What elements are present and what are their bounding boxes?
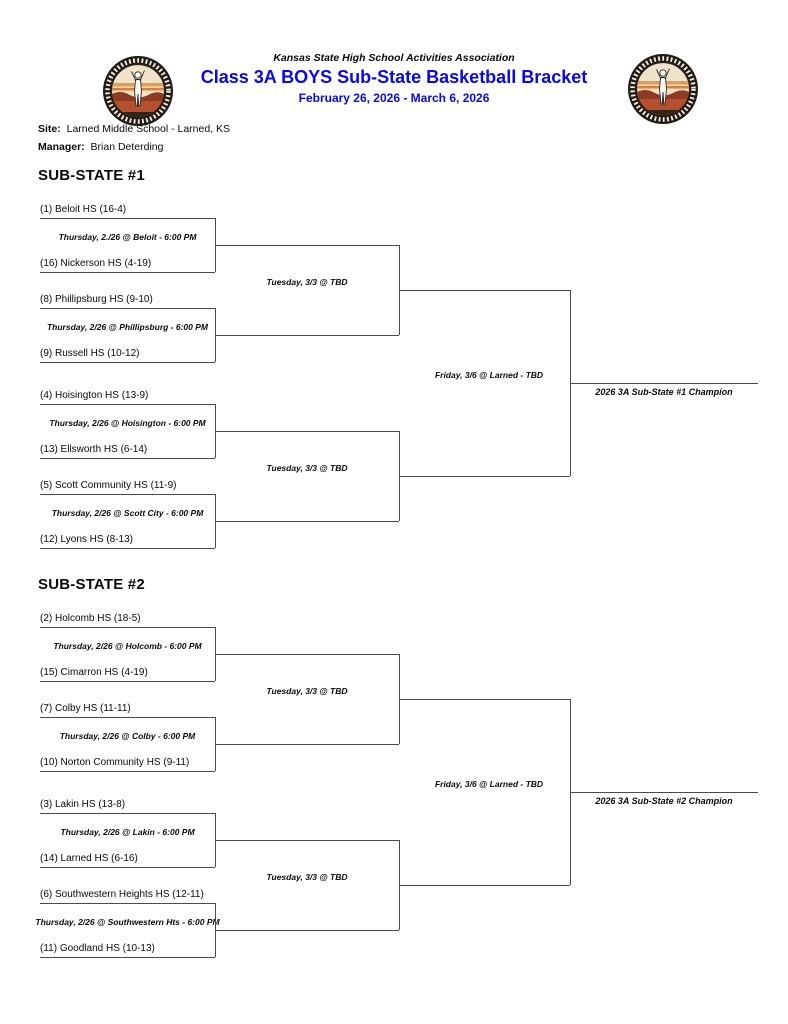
- manager-value: Brian Deterding: [90, 141, 164, 153]
- event-dates: February 26, 2026 - March 6, 2026: [298, 91, 490, 105]
- game-info: Thursday, 2/26 @ Southwestern Hts - 6:00…: [35, 917, 220, 927]
- game-info: Tuesday, 3/3 @ TBD: [266, 686, 348, 696]
- team-line: [40, 813, 215, 815]
- team-label: (12) Lyons HS (8-13): [40, 534, 133, 545]
- game-info: Thursday, 2/26 @ Scott City - 6:00 PM: [51, 508, 204, 518]
- connector-line: [215, 245, 399, 247]
- game-info: Tuesday, 3/3 @ TBD: [266, 463, 348, 473]
- game-info: Tuesday, 3/3 @ TBD: [266, 872, 348, 882]
- final-game-info: Friday, 3/6 @ Larned - TBD: [434, 370, 544, 380]
- site-value: Larned Middle School - Larned, KS: [66, 123, 231, 135]
- page-title: Class 3A BOYS Sub-State Basketball Brack…: [200, 67, 588, 87]
- champion-line: [570, 792, 758, 794]
- champion-line: [570, 383, 758, 385]
- team-label: (16) Nickerson HS (4-19): [40, 258, 152, 269]
- team-line: [40, 903, 215, 905]
- association-name: Kansas State High School Activities Asso…: [273, 52, 515, 64]
- team-line: [40, 308, 215, 310]
- team-line: [40, 681, 215, 683]
- connector-line: [215, 654, 399, 656]
- team-line: [40, 627, 215, 629]
- team-label: (1) Beloit HS (16-4): [40, 204, 127, 215]
- team-label: (9) Russell HS (10-12): [40, 348, 140, 359]
- game-info: Thursday, 2/26 @ Holcomb - 6:00 PM: [53, 641, 202, 651]
- site-info: Site: Larned Middle School - Larned, KS …: [38, 120, 230, 156]
- champion-label: 2026 3A Sub-State #2 Champion: [595, 796, 733, 806]
- manager-line: Manager: Brian Deterding: [38, 138, 230, 156]
- team-label: (14) Larned HS (6-16): [40, 853, 138, 864]
- game-info: Thursday, 2/26 @ Colby - 6:00 PM: [59, 731, 196, 741]
- kshsaa-seal-icon: [628, 54, 698, 124]
- game-info: Tuesday, 3/3 @ TBD: [266, 277, 348, 287]
- kshsaa-seal-icon: [103, 56, 173, 126]
- team-label: (5) Scott Community HS (11-9): [40, 480, 177, 491]
- team-label: (8) Phillipsburg HS (9-10): [40, 294, 153, 305]
- game-info: Thursday, 2/26 @ Phillipsburg - 6:00 PM: [46, 322, 208, 332]
- connector-line: [399, 290, 570, 292]
- team-line: [40, 867, 215, 869]
- connector-line: [215, 521, 399, 523]
- team-label: (3) Lakin HS (13-8): [40, 799, 126, 810]
- site-label: Site:: [38, 123, 61, 135]
- team-line: [40, 957, 215, 959]
- team-label: (10) Norton Community HS (9-11): [40, 757, 190, 768]
- manager-label: Manager:: [38, 141, 85, 153]
- game-info: Thursday, 2/26 @ Hoisington - 6:00 PM: [49, 418, 206, 428]
- team-line: [40, 494, 215, 496]
- team-line: [40, 404, 215, 406]
- team-line: [40, 458, 215, 460]
- header: Kansas State High School Activities Asso…: [0, 52, 788, 105]
- team-line: [40, 548, 215, 550]
- team-line: [40, 717, 215, 719]
- site-line: Site: Larned Middle School - Larned, KS: [38, 120, 230, 138]
- team-line: [40, 272, 215, 274]
- team-line: [40, 362, 215, 364]
- team-label: (15) Cimarron HS (4-19): [40, 667, 148, 678]
- substate-1-heading: SUB-STATE #1: [38, 167, 145, 184]
- connector-line: [399, 476, 570, 478]
- final-game-info: Friday, 3/6 @ Larned - TBD: [434, 779, 544, 789]
- connector-line: [215, 335, 399, 337]
- team-label: (13) Ellsworth HS (6-14): [40, 444, 148, 455]
- connector-line: [215, 431, 399, 433]
- team-label: (11) Goodland HS (10-13): [40, 943, 155, 954]
- substate-2-heading: SUB-STATE #2: [38, 576, 145, 593]
- game-info: Thursday, 2/26 @ Lakin - 6:00 PM: [60, 827, 195, 837]
- connector-line: [215, 840, 399, 842]
- game-info: Thursday, 2./26 @ Beloit - 6:00 PM: [58, 232, 197, 242]
- team-label: (6) Southwestern Heights HS (12-11): [40, 889, 204, 900]
- team-line: [40, 218, 215, 220]
- connector-line: [399, 699, 570, 701]
- team-label: (7) Colby HS (11-11): [40, 703, 131, 714]
- connector-line: [399, 885, 570, 887]
- team-label: (2) Holcomb HS (18-5): [40, 613, 141, 624]
- connector-line: [215, 744, 399, 746]
- connector-line: [215, 930, 399, 932]
- team-line: [40, 771, 215, 773]
- champion-label: 2026 3A Sub-State #1 Champion: [595, 387, 733, 397]
- team-label: (4) Hoisington HS (13-9): [40, 390, 149, 401]
